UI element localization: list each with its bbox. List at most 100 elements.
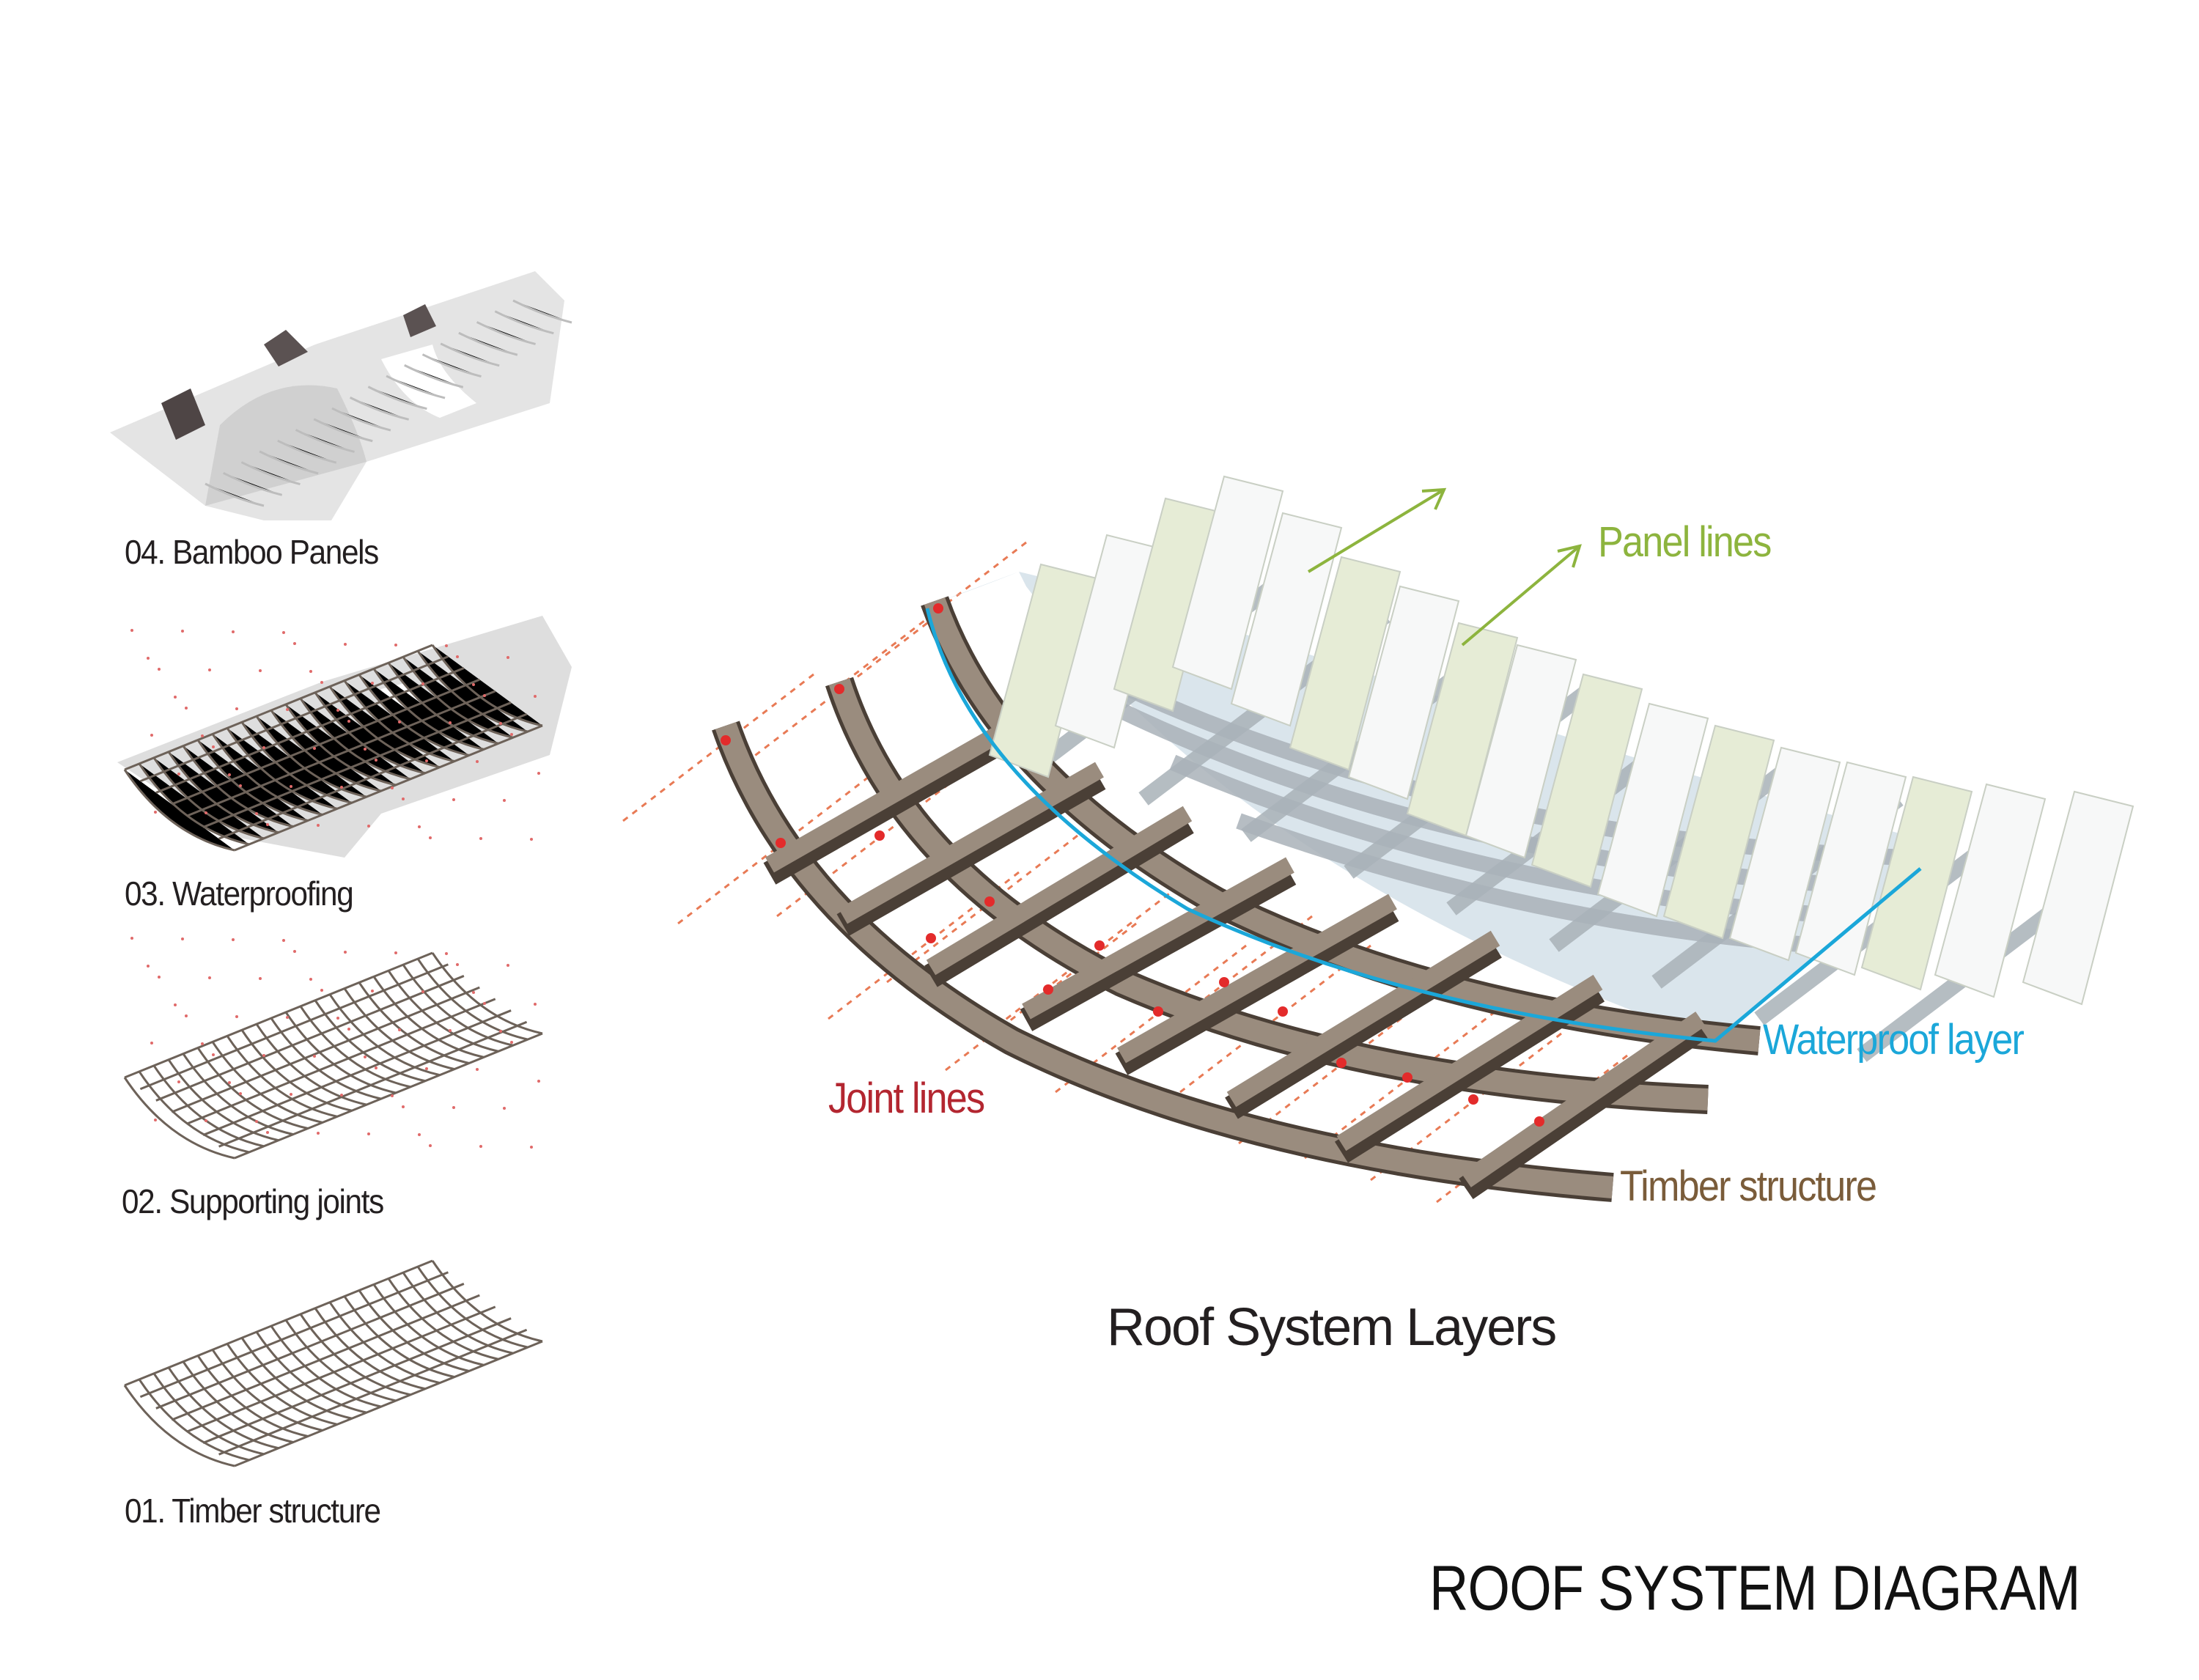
shell-rib xyxy=(167,1058,279,1142)
joint-dot xyxy=(185,1014,188,1017)
joint-dot xyxy=(472,683,475,686)
shell-rib xyxy=(211,1349,323,1432)
shell-purlin xyxy=(139,655,449,783)
callout-waterproof-layer: Waterproof layer xyxy=(1763,1016,2025,1064)
joint-dot xyxy=(313,747,316,750)
joint-dot xyxy=(534,1003,537,1006)
panel-rib xyxy=(313,418,373,443)
joint-dot xyxy=(530,1146,533,1149)
cross-beam xyxy=(1461,1012,1706,1187)
joint-dot xyxy=(232,630,235,633)
thumbnail-waterproofing xyxy=(103,586,572,865)
joint-dot xyxy=(452,1106,455,1109)
joint-dot xyxy=(479,1145,482,1148)
shell-purlin xyxy=(155,1283,465,1410)
shell-rib xyxy=(431,644,543,727)
layer-label-02: 02. Supporting joints xyxy=(122,1182,384,1220)
joint-dot xyxy=(147,965,150,968)
joint-dot xyxy=(201,1042,204,1045)
joint-dot xyxy=(290,1093,292,1096)
joint-dot xyxy=(317,1132,320,1135)
joint-dot xyxy=(255,812,258,815)
timber-structure-render xyxy=(123,1259,543,1467)
joint-dot xyxy=(208,668,211,671)
bamboo-panel xyxy=(1406,622,1519,837)
shell-rib xyxy=(138,1379,250,1462)
joint-dot xyxy=(181,630,184,633)
joint-dot xyxy=(1153,1006,1163,1017)
joint-dots-group xyxy=(721,603,1544,1127)
joint-dot xyxy=(286,708,289,711)
bamboo-panel xyxy=(1465,644,1577,859)
shell-rib xyxy=(416,958,528,1041)
joint-dot xyxy=(266,1131,269,1134)
joint-dot xyxy=(344,951,347,954)
bamboo-panel xyxy=(1171,475,1284,690)
shell-rib xyxy=(196,1047,309,1130)
joint-dot xyxy=(445,952,448,955)
shell-rib xyxy=(182,1360,294,1444)
shell-rib xyxy=(270,1017,382,1100)
shell-rib xyxy=(299,1314,411,1396)
shell-purlin xyxy=(218,712,528,840)
joint-dot xyxy=(721,735,731,745)
cross-beam xyxy=(926,806,1193,976)
joint-dot xyxy=(367,1132,370,1135)
panel-rib xyxy=(331,407,391,432)
joint-dot xyxy=(235,707,238,710)
joint-dot xyxy=(130,629,133,632)
shell-purlin xyxy=(187,690,496,817)
thumbnail-supporting-joints xyxy=(103,894,572,1173)
panel-arrow-2-head xyxy=(1557,544,1582,568)
joint-dot xyxy=(290,785,292,788)
layer-label-04: 04. Bamboo Panels xyxy=(125,533,379,571)
joint-dot xyxy=(344,643,347,646)
supporting-joints-render xyxy=(123,937,543,1160)
joint-dot xyxy=(834,684,844,694)
joint-dot xyxy=(235,1015,238,1018)
joint-dot xyxy=(147,657,150,660)
shell-rib xyxy=(226,1343,338,1426)
shell-rib xyxy=(152,1064,265,1148)
layer-label-01: 01. Timber structure xyxy=(125,1492,381,1530)
shell-purlin xyxy=(124,644,433,771)
joint-dot xyxy=(429,1144,432,1147)
joint-dot xyxy=(483,694,486,697)
joint-dot xyxy=(174,1003,177,1006)
joint-dot xyxy=(984,896,995,907)
joint-dot xyxy=(926,933,936,943)
shell-purlin xyxy=(139,963,449,1091)
joint-dot xyxy=(418,1133,421,1136)
shell-rib xyxy=(167,751,279,834)
joint-dot xyxy=(1278,1006,1288,1017)
shell-rib xyxy=(416,650,528,733)
bamboo-panel xyxy=(1728,746,1841,962)
joint-dot xyxy=(456,963,459,966)
joint-dot xyxy=(177,773,180,775)
shell-rib xyxy=(387,1278,499,1360)
panel-arrow-2 xyxy=(1461,545,1581,646)
shell-purlin xyxy=(171,1294,480,1421)
joint-dot xyxy=(499,1030,502,1033)
panel-rib xyxy=(277,439,337,464)
joint-dot xyxy=(456,655,459,658)
joint-dot xyxy=(452,798,455,801)
shell-rib xyxy=(284,1012,397,1094)
shell-rib xyxy=(402,1272,514,1355)
bamboo-panel xyxy=(1934,783,2047,998)
shell-rib xyxy=(343,987,455,1071)
shell-purlin xyxy=(218,1020,528,1148)
joint-dot xyxy=(507,964,509,967)
joint-dot xyxy=(367,825,370,828)
panel-lines-arrows xyxy=(1307,487,1582,646)
joint-dot xyxy=(150,1042,153,1045)
callout-joint-lines: Joint lines xyxy=(828,1075,985,1122)
shell-rib xyxy=(314,999,426,1083)
joint-dot xyxy=(259,977,262,980)
joint-dot xyxy=(309,670,312,673)
panel-rib xyxy=(494,310,554,335)
joint-dot xyxy=(429,836,432,839)
joint-dot xyxy=(1468,1094,1478,1105)
joint-dot xyxy=(208,976,211,979)
layer-label-03: 03. Waterproofing xyxy=(125,874,354,913)
